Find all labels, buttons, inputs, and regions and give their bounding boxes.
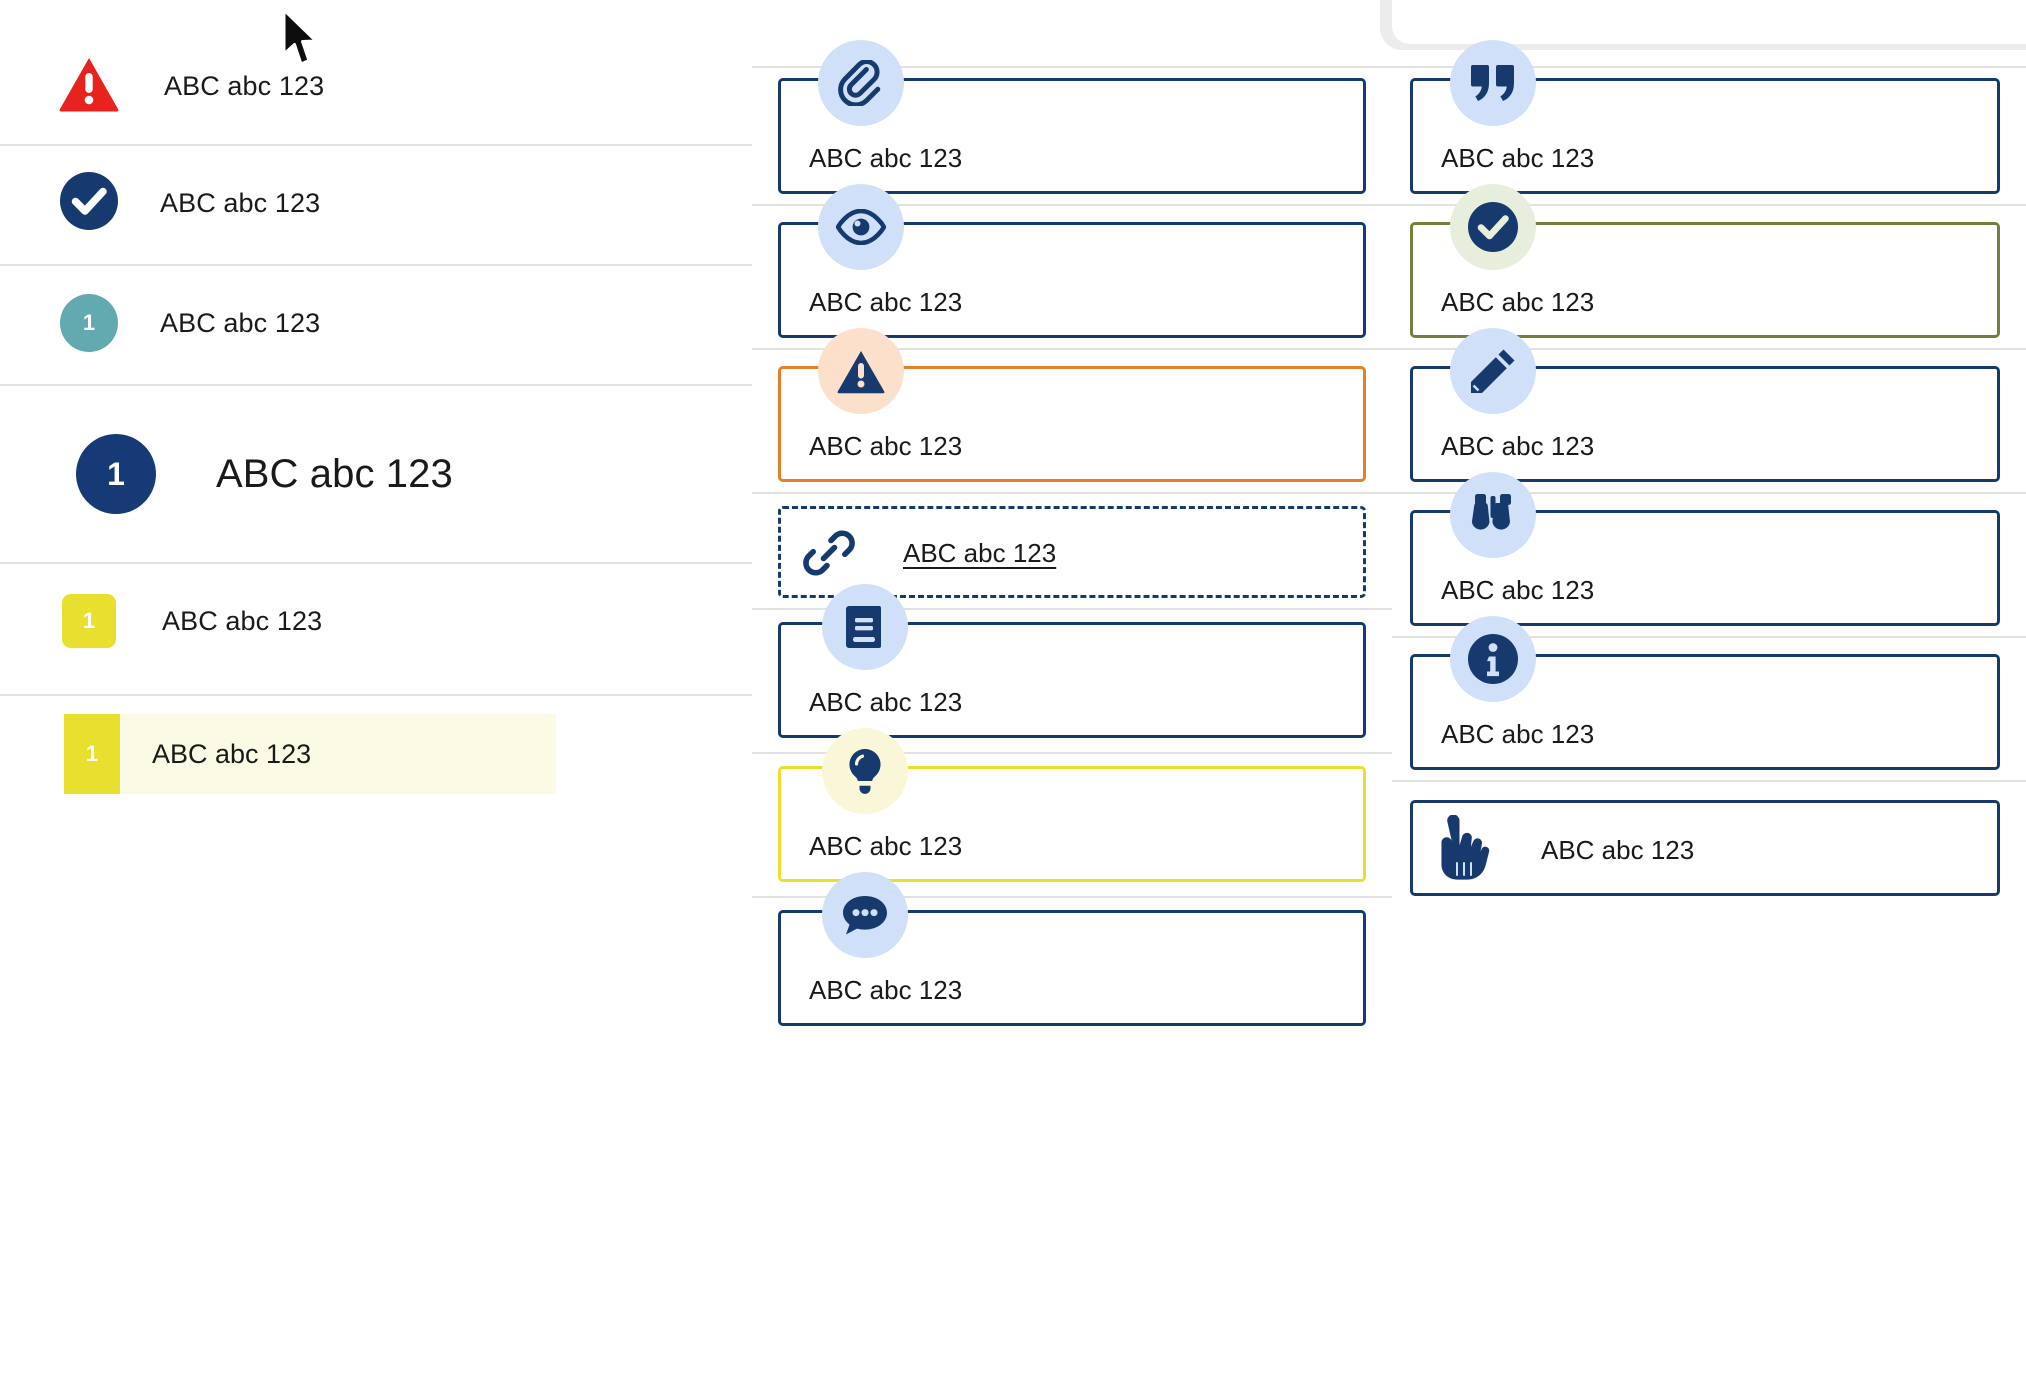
badge-number: 1 <box>82 310 96 335</box>
hand-row: ABC abc 123 <box>1435 815 1694 885</box>
book-icon <box>822 584 908 670</box>
card-divider <box>752 752 1392 754</box>
card-divider <box>752 896 1392 898</box>
sidebar-divider <box>0 562 752 564</box>
sidebar-item-label: ABC abc 123 <box>160 187 321 218</box>
sidebar-item-label: ABC abc 123 <box>162 605 323 636</box>
number-circle-icon: 1 <box>76 434 156 514</box>
sidebar-item-teal[interactable]: 1 ABC abc 123 <box>0 294 752 352</box>
card-label: ABC abc 123 <box>809 687 963 717</box>
sidebar-item-highlighted[interactable]: 1 ABC abc 123 <box>64 714 556 794</box>
card-link[interactable]: ABC abc 123 <box>778 506 1366 598</box>
link-chain-icon <box>803 527 855 579</box>
binoculars-icon <box>1450 472 1536 558</box>
pencil-icon <box>1450 328 1536 414</box>
comment-dots-icon <box>822 872 908 958</box>
sidebar-item-success[interactable]: ABC abc 123 <box>0 171 752 235</box>
number-circle-icon: 1 <box>60 294 118 352</box>
card-label: ABC abc 123 <box>1441 431 1595 461</box>
badge-number: 1 <box>82 608 96 633</box>
card-divider <box>752 348 1392 350</box>
card-label: ABC abc 123 <box>1441 719 1595 749</box>
card-label: ABC abc 123 <box>1441 143 1595 173</box>
card-divider <box>752 492 1392 494</box>
sidebar-item-danger[interactable]: ABC abc 123 <box>0 56 752 116</box>
pointing-hand-icon <box>1435 815 1493 885</box>
info-circle-icon <box>1450 616 1536 702</box>
card-divider <box>752 608 1392 610</box>
card-divider <box>752 204 1392 206</box>
sidebar: ABC abc 123 ABC abc 123 1 ABC abc 123 1 <box>0 0 752 1392</box>
card-divider <box>1392 492 2026 494</box>
check-circle-icon <box>1450 184 1536 270</box>
link-row[interactable]: ABC abc 123 <box>803 527 1056 579</box>
quote-marks-icon <box>1450 40 1536 126</box>
warning-triangle-icon <box>818 328 904 414</box>
sidebar-item-yellow[interactable]: 1 ABC abc 123 <box>0 594 752 648</box>
sidebar-item-primary[interactable]: 1 ABC abc 123 <box>0 434 752 514</box>
card-divider <box>1392 66 2026 68</box>
card-label: ABC abc 123 <box>1441 287 1595 317</box>
badge-number: 1 <box>107 455 125 492</box>
sidebar-divider <box>0 144 752 146</box>
card-link-label[interactable]: ABC abc 123 <box>903 537 1057 568</box>
lightbulb-icon <box>822 728 908 814</box>
card-divider <box>1392 780 2026 782</box>
sidebar-divider <box>0 694 752 696</box>
card-label: ABC abc 123 <box>809 287 963 317</box>
card-label: ABC abc 123 <box>809 975 963 1005</box>
card-label: ABC abc 123 <box>809 143 963 173</box>
mouse-cursor <box>280 8 326 75</box>
warning-triangle-icon <box>58 56 120 117</box>
card-label: ABC abc 123 <box>809 831 963 861</box>
sidebar-item-label: ABC abc 123 <box>160 307 321 338</box>
card-label: ABC abc 123 <box>1441 575 1595 605</box>
card-label: ABC abc 123 <box>809 431 963 461</box>
badge-number: 1 <box>85 741 99 766</box>
number-square-icon: 1 <box>62 594 116 648</box>
number-bar-badge: 1 <box>64 714 120 794</box>
sidebar-divider <box>0 264 752 266</box>
sidebar-item-label: ABC abc 123 <box>164 70 325 101</box>
card-divider <box>1392 636 2026 638</box>
sidebar-divider <box>0 384 752 386</box>
sidebar-item-label: ABC abc 123 <box>216 451 453 496</box>
paperclip-icon <box>818 40 904 126</box>
eye-icon <box>818 184 904 270</box>
card-divider <box>752 66 1392 68</box>
card-divider <box>1392 348 2026 350</box>
check-circle-icon <box>60 171 118 235</box>
card-action[interactable]: ABC abc 123 <box>1410 800 2000 896</box>
sidebar-item-label: ABC abc 123 <box>152 738 312 769</box>
card-divider <box>1392 204 2026 206</box>
card-label: ABC abc 123 <box>1541 834 1695 865</box>
background-panel-inner <box>1392 0 2026 44</box>
